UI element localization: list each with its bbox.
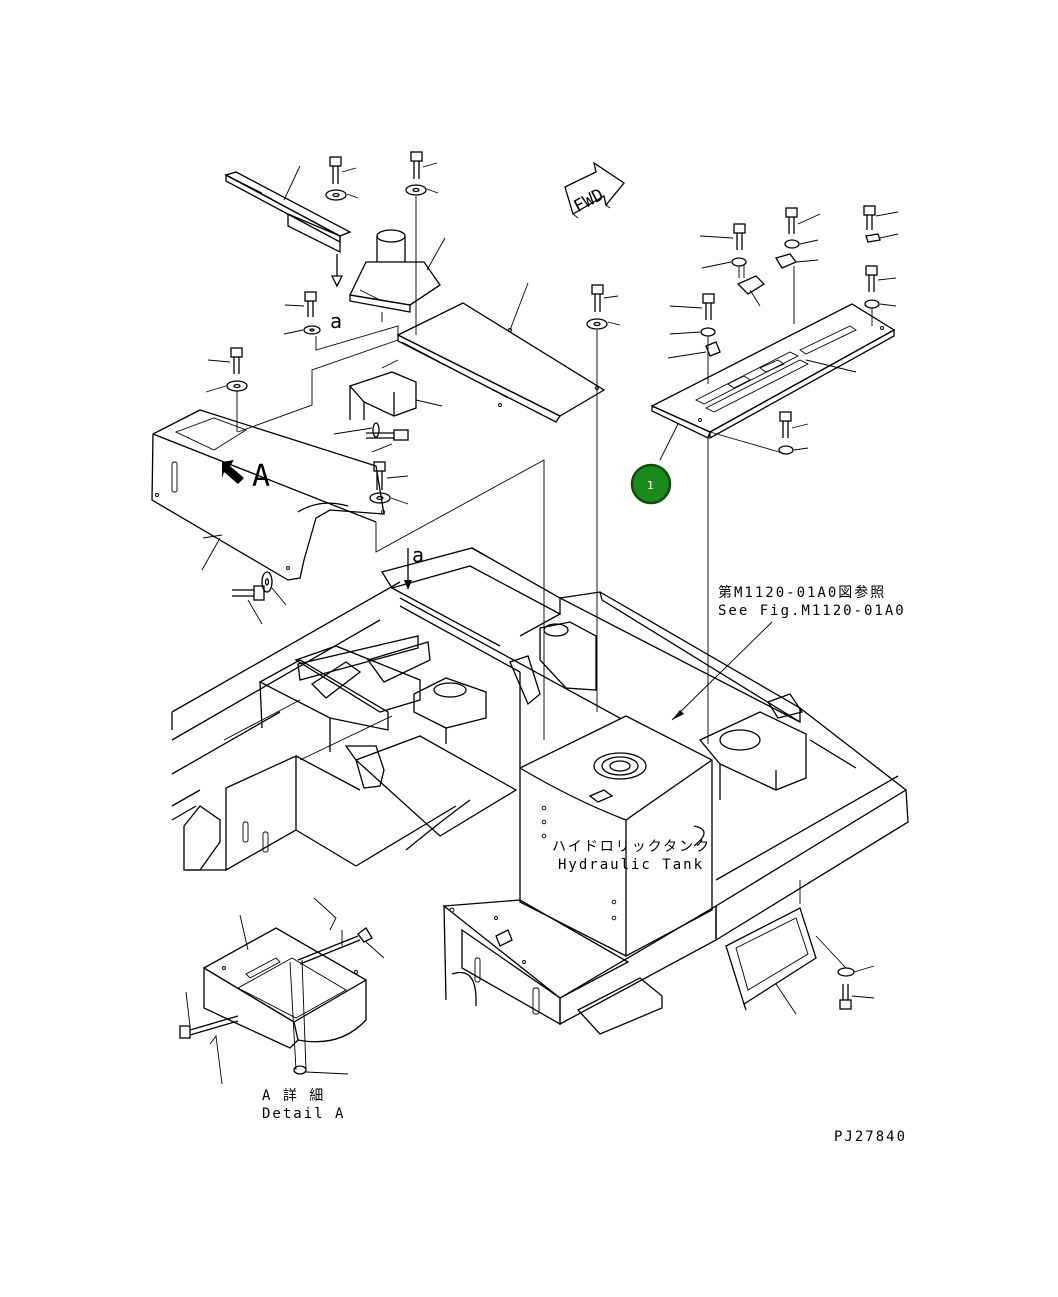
washer-icon — [333, 422, 380, 438]
top-left-cover-strip — [224, 165, 352, 288]
washer-icon — [325, 189, 359, 201]
washer-icon — [205, 380, 248, 432]
bolt-icon — [232, 585, 265, 625]
bolt-icon — [284, 291, 317, 317]
tank-label-en: Hydraulic Tank — [558, 857, 704, 873]
washer-icon — [405, 184, 439, 335]
view-marker-a-frame: a — [412, 543, 424, 567]
washer-icon — [864, 299, 897, 326]
washer-icon — [815, 935, 875, 977]
detail-label-en: Detail A — [262, 1106, 345, 1122]
center-top-plate — [396, 282, 606, 423]
view-marker-a-top: a — [330, 309, 342, 333]
breather-cover — [349, 229, 446, 322]
detail-label-jp: A 詳 細 — [262, 1088, 325, 1104]
callout-number: 1 — [647, 479, 654, 492]
view-arrow-icon — [222, 460, 244, 484]
washer-icon — [369, 492, 409, 505]
hydraulic-tank: ハイドロリックタンク Hydraulic Tank — [519, 715, 713, 957]
callout-badge[interactable]: 1 — [630, 463, 672, 505]
reference-note-en: See Fig.M1120-01A0 — [718, 603, 906, 619]
left-side-cover — [151, 409, 385, 581]
latch-icon — [736, 264, 766, 307]
bolt-icon — [669, 293, 715, 320]
bolt-icon — [207, 347, 243, 374]
mounting-bracket — [348, 359, 443, 420]
bolt-icon — [863, 205, 899, 230]
bolt-icon — [366, 429, 409, 453]
reference-note-jp: 第M1120-01A0図参照 — [718, 584, 886, 601]
lower-right-cover — [725, 880, 817, 1015]
detail-a-inset: A 詳 細 Detail A — [179, 897, 385, 1122]
fwd-arrow-icon: FWD — [564, 161, 625, 219]
clip-icon — [667, 341, 721, 359]
tank-label-jp: ハイドロリックタンク — [552, 839, 711, 855]
bolt-icon — [779, 411, 809, 438]
bolt-icon — [785, 207, 821, 234]
bolt-icon — [591, 284, 619, 312]
bolt-icon — [865, 265, 897, 292]
washer-icon — [701, 257, 747, 278]
view-marker-a-cover: A — [252, 459, 270, 494]
right-cover-plate — [650, 303, 896, 461]
washer-icon — [784, 239, 819, 249]
bolt-icon — [410, 151, 438, 179]
drawing-number: PJ27840 — [834, 1129, 907, 1145]
bolt-icon — [699, 223, 746, 250]
front-frame — [442, 899, 717, 1035]
bolt-icon — [839, 984, 875, 1010]
bolt-icon — [329, 156, 357, 184]
washer-icon — [261, 571, 287, 606]
washer-icon — [709, 431, 809, 455]
washer-icon — [669, 327, 716, 384]
cap-icon — [775, 253, 819, 324]
washer-icon — [283, 325, 321, 335]
bolt-icon — [373, 461, 409, 490]
washer-icon — [586, 318, 621, 712]
clip-icon — [865, 233, 899, 243]
